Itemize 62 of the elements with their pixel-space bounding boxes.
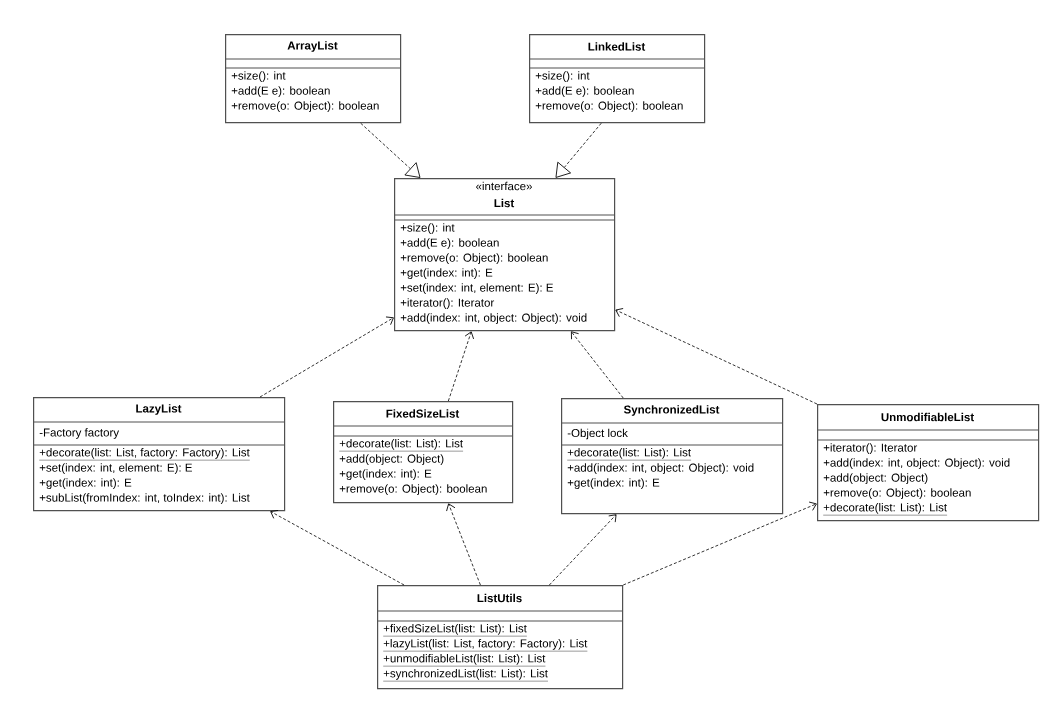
method: +add(E e): boolean bbox=[535, 86, 634, 97]
class-name: ArrayList bbox=[287, 41, 338, 52]
dependency-arrow bbox=[270, 510, 405, 586]
class-box bbox=[32, 397, 286, 512]
method: +decorate(list: List): List bbox=[823, 503, 948, 516]
method: +fixedSizeList(list: List): List bbox=[383, 624, 528, 637]
method: +add(index: int, object: Object): void bbox=[823, 458, 1010, 469]
class-box bbox=[816, 404, 1040, 522]
method: +decorate(list: List): List bbox=[567, 448, 692, 461]
method: +add(index: int, object: Object): void bbox=[400, 313, 587, 324]
method: +size(): int bbox=[231, 71, 286, 82]
class-box bbox=[393, 178, 616, 332]
method: +get(index: int): E bbox=[39, 478, 132, 489]
dependency-arrow bbox=[615, 308, 818, 405]
method: +decorate(list: List): List bbox=[339, 439, 464, 452]
class-box bbox=[376, 585, 624, 690]
method: +iterator(): Iterator bbox=[400, 298, 495, 309]
method: +unmodifiableList(list: List): List bbox=[383, 654, 546, 667]
method: +size(): int bbox=[400, 223, 455, 234]
class-name: LinkedList bbox=[588, 42, 646, 51]
method: +get(index: int): E bbox=[567, 478, 660, 489]
class-name: ListUtils bbox=[477, 593, 522, 603]
method: +remove(o: Object): boolean bbox=[535, 101, 683, 112]
method: +set(index: int, element: E): E bbox=[400, 283, 553, 294]
method: +add(object: Object) bbox=[339, 454, 444, 465]
attribute: -Object lock bbox=[567, 428, 628, 440]
class-name: UnmodifiableList bbox=[881, 412, 974, 422]
class-name: SynchronizedList bbox=[623, 405, 720, 416]
class-box bbox=[560, 398, 784, 515]
dependency-arrow bbox=[259, 316, 394, 398]
method: +set(index: int, element: E): E bbox=[39, 463, 192, 474]
realization-arrow bbox=[555, 122, 602, 178]
method: +remove(o: Object): boolean bbox=[823, 488, 971, 499]
method: +get(index: int): E bbox=[400, 268, 493, 279]
class-box bbox=[224, 34, 402, 124]
stereotype: «interface» bbox=[476, 181, 532, 191]
method: +get(index: int): E bbox=[339, 469, 432, 480]
dependency-arrow bbox=[548, 514, 617, 586]
attribute: -Factory factory bbox=[39, 428, 120, 439]
realization-arrow bbox=[360, 122, 421, 178]
method: +add(E e): boolean bbox=[400, 238, 499, 249]
method: +subList(fromIndex: int, toIndex: int): List bbox=[39, 493, 250, 504]
method: +remove(o: Object): boolean bbox=[231, 101, 379, 112]
dependency-arrow bbox=[446, 503, 481, 586]
class-name: FixedSizeList bbox=[386, 409, 460, 418]
method: +remove(o: Object): boolean bbox=[339, 484, 487, 495]
method: +decorate(list: List, factory: Factory): List bbox=[39, 448, 250, 461]
method: +add(E e): boolean bbox=[231, 86, 330, 97]
class-name: LazyList bbox=[136, 404, 182, 415]
class-name: List bbox=[494, 198, 515, 208]
method: +lazyList(list: List, factory: Factory): List bbox=[383, 639, 588, 652]
method: +remove(o: Object): boolean bbox=[400, 253, 548, 264]
dependency-arrow bbox=[447, 331, 474, 402]
method: +add(object: Object) bbox=[823, 473, 928, 484]
class-box bbox=[332, 401, 514, 504]
method: +iterator(): Iterator bbox=[823, 443, 918, 454]
dependency-arrow bbox=[571, 331, 624, 399]
method: +synchronizedList(list: List): List bbox=[383, 669, 549, 682]
dependency-arrow bbox=[622, 501, 817, 586]
class-box bbox=[528, 34, 706, 124]
method: +add(index: int, object: Object): void bbox=[567, 463, 754, 474]
method: +size(): int bbox=[535, 71, 590, 82]
